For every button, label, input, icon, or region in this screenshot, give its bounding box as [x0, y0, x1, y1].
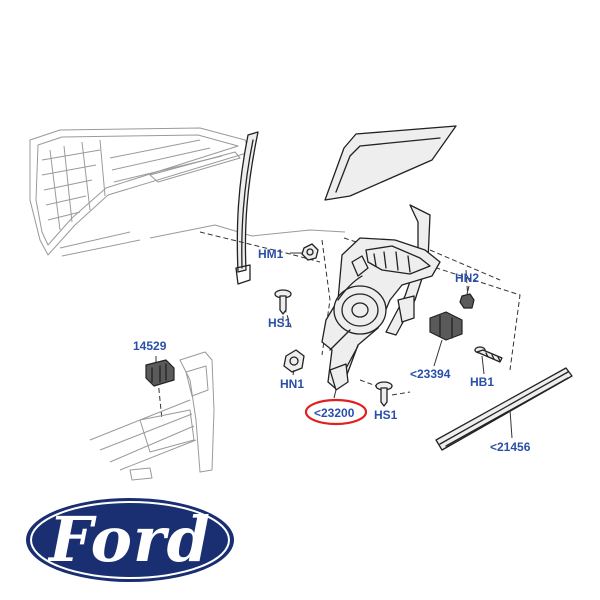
- door-frame-outline: [29, 127, 346, 257]
- part-14529-connector: [145, 359, 175, 387]
- fastener-hb1-bolt: [474, 346, 503, 363]
- glass-run-channel: [235, 131, 259, 285]
- fastener-hs1-upper-screw: [274, 289, 292, 315]
- callout-21456: <21456: [490, 440, 531, 454]
- callout-23200: <23200: [314, 406, 355, 420]
- window-glass: [324, 125, 457, 201]
- highlight-ring-23200: [304, 398, 368, 426]
- part-23394-bracket: [429, 311, 463, 341]
- fastener-hs1-lower-screw: [375, 381, 393, 407]
- callout-leaders: [155, 252, 513, 439]
- callout-hn1: HN1: [280, 377, 304, 391]
- fastener-hn1-clip: [283, 349, 305, 373]
- ford-logo: Ford: [26, 498, 234, 582]
- part-21456-weatherstrip: [435, 367, 573, 451]
- callout-14529: 14529: [133, 339, 167, 353]
- fastener-hm1-nut: [301, 243, 319, 261]
- callout-hs1-upper: HS1: [268, 316, 292, 330]
- window-regulator: [321, 204, 441, 391]
- callout-hn2: HN2: [455, 271, 479, 285]
- callout-hm1: HM1: [258, 247, 284, 261]
- lower-door-trim-ghost: [89, 351, 215, 481]
- fastener-hn2-nut: [459, 293, 475, 309]
- callout-hs1-lower: HS1: [374, 408, 398, 422]
- callout-23394: <23394: [410, 367, 451, 381]
- callout-hb1: HB1: [470, 375, 494, 389]
- ford-logo-wordmark: Ford: [47, 503, 211, 576]
